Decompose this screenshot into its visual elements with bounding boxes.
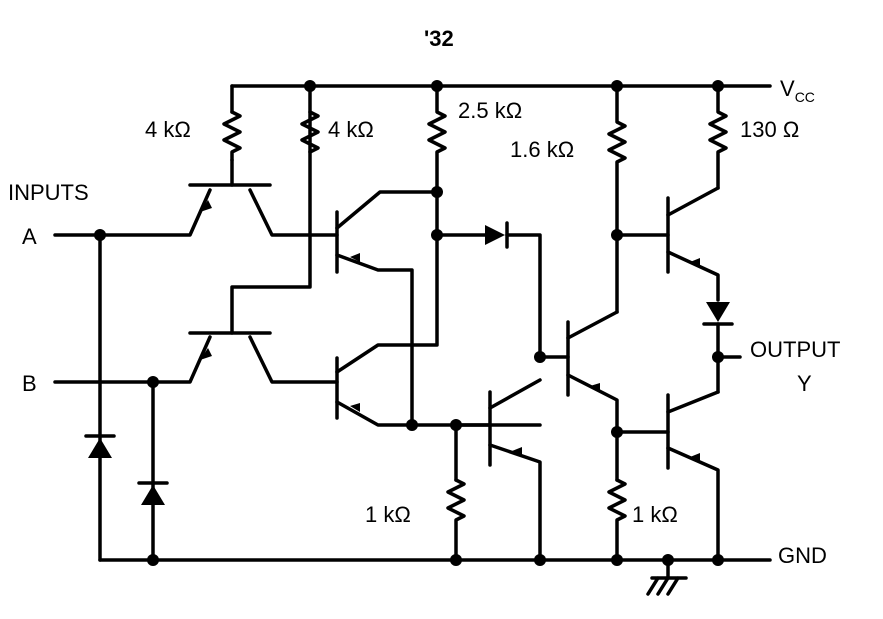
middle-transistor [538,310,619,434]
resistor-r4 [607,84,627,314]
input-b-label: B [22,371,37,396]
resistor-r7-label: 1 kΩ [632,502,678,527]
resistor-r4-label: 1.6 kΩ [510,137,574,162]
output-label: OUTPUT [750,337,840,362]
resistor-r2-label: 4 kΩ [328,117,374,142]
resistor-r5 [708,84,728,190]
resistor-r6-label: 1 kΩ [365,502,411,527]
emitter-arrows [200,200,700,462]
output-upper-transistor [615,186,720,302]
output-lower-transistor [607,390,720,562]
collector-node-wire [435,190,487,237]
resistor-r7 [607,478,627,562]
vcc-label: VCC [780,76,815,105]
output-y-label: Y [797,371,812,396]
input-a-label: A [22,224,37,249]
resistor-r2 [300,110,320,154]
input-a-stage [53,84,339,237]
resistor-r6 [446,478,466,562]
resistor-r3-label: 2.5 kΩ [458,98,522,123]
resistor-r3 [427,84,447,194]
output-diode [702,302,742,394]
clamp-diodes [84,233,169,562]
junction-dots [94,80,724,566]
phase-splitter-transistors [335,190,542,427]
resistor-r1 [222,110,242,162]
vcc-sub: CC [795,89,815,105]
gnd-rail [98,558,772,596]
driver-transistor [446,378,542,562]
vcc-main: V [780,76,795,101]
resistor-r1-label: 4 kΩ [145,117,191,142]
gnd-label: GND [778,543,827,568]
diagram-title: '32 [424,26,454,51]
series-diode [485,221,542,359]
resistor-r5-label: 130 Ω [740,117,799,142]
inputs-label: INPUTS [8,180,89,205]
